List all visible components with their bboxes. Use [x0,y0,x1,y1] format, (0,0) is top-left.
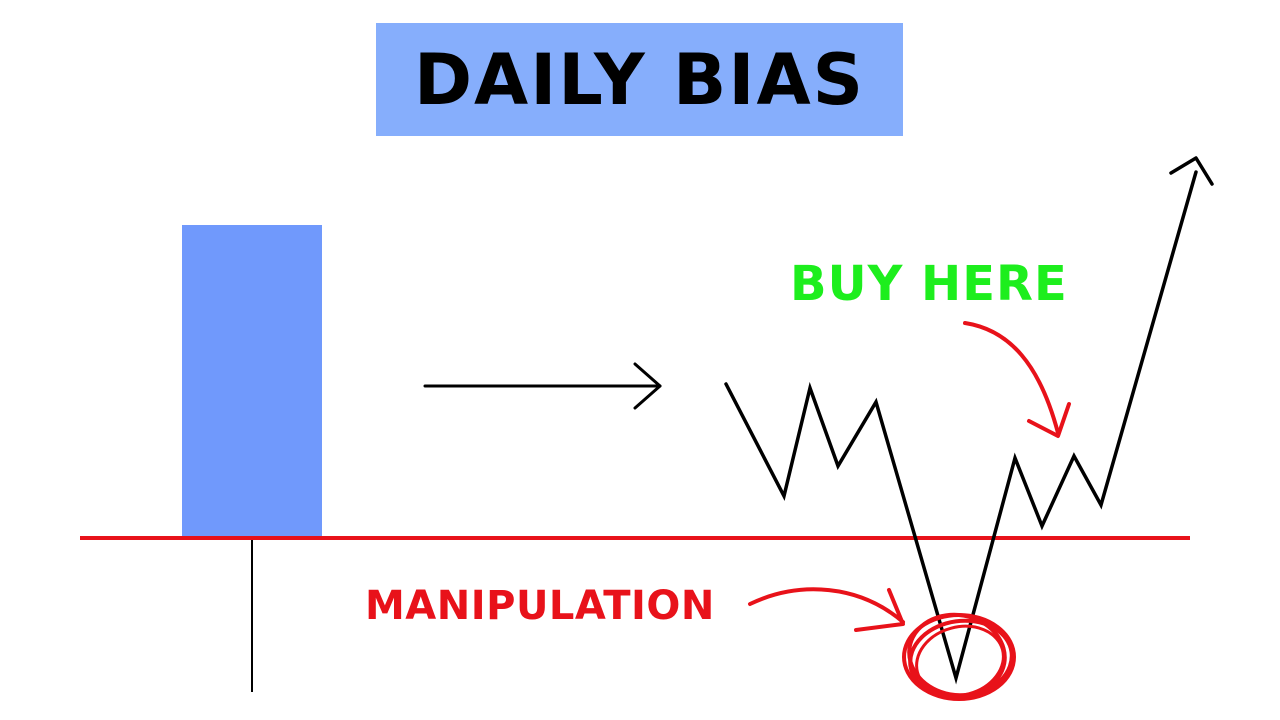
buy-here-label: BUY HERE [790,256,1068,312]
manipulation-circle [902,612,1016,701]
buy-here-pointer [963,321,1071,438]
page-title: DAILY BIAS [413,38,866,121]
price-path [724,170,1198,685]
manipulation-label: MANIPULATION [365,583,715,629]
daily-candle-body [182,225,322,537]
right-arrow-icon [423,362,662,410]
title-banner: DAILY BIAS [376,23,903,136]
arrow-up-icon [1169,156,1214,186]
manipulation-pointer [748,587,905,632]
